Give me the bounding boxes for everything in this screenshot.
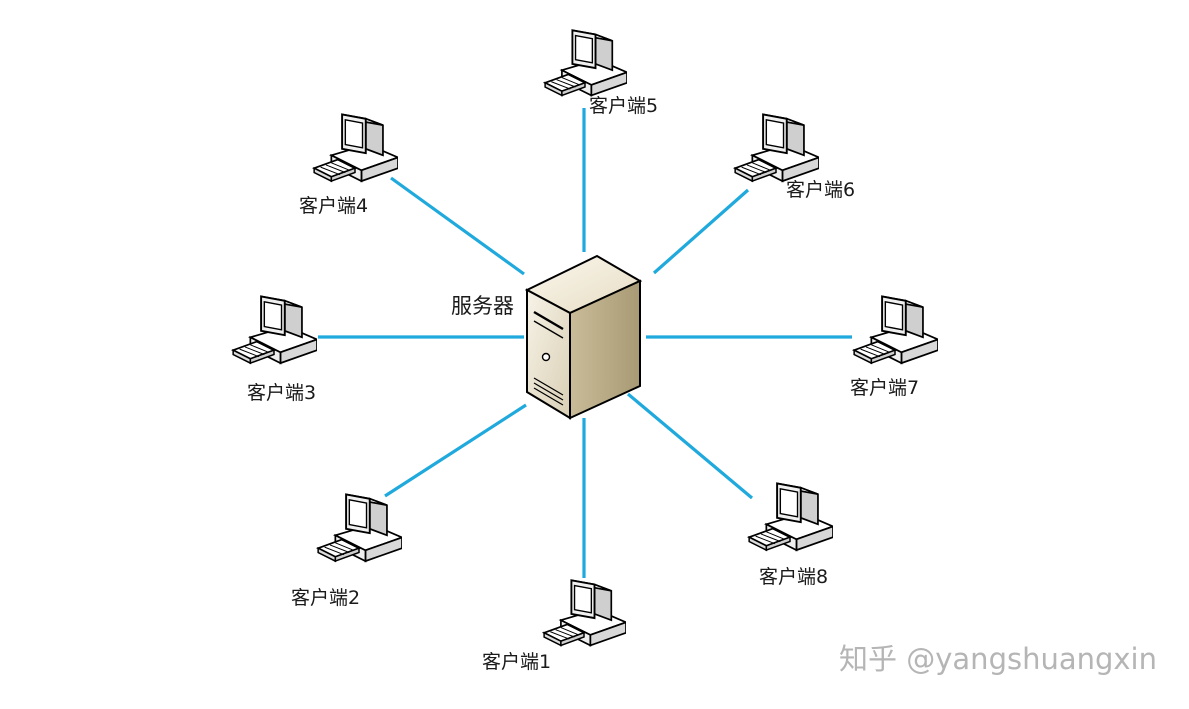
links bbox=[318, 108, 852, 578]
client-label-1: 客户端1 bbox=[482, 651, 551, 673]
client-node-2: 客户端2 bbox=[291, 493, 402, 609]
client-label-6: 客户端6 bbox=[786, 179, 855, 201]
watermark-text: 知乎 @yangshuangxin bbox=[839, 642, 1157, 676]
client-node-6: 客户端6 bbox=[734, 113, 855, 201]
desktop-computer-icon bbox=[313, 113, 398, 183]
client-node-7: 客户端7 bbox=[850, 295, 938, 399]
client-label-3: 客户端3 bbox=[247, 382, 316, 404]
client-label-2: 客户端2 bbox=[291, 587, 360, 609]
desktop-computer-icon bbox=[544, 29, 627, 97]
desktop-computer-icon bbox=[232, 295, 317, 365]
client-label-8: 客户端8 bbox=[759, 566, 828, 588]
desktop-computer-icon bbox=[734, 113, 819, 183]
link-server-client6 bbox=[652, 188, 750, 275]
client-node-3: 客户端3 bbox=[232, 295, 317, 404]
desktop-computer-icon bbox=[543, 579, 626, 647]
link-server-client8 bbox=[626, 392, 754, 500]
client-label-4: 客户端4 bbox=[299, 195, 368, 217]
desktop-computer-icon bbox=[853, 295, 938, 365]
client-node-1: 客户端1 bbox=[482, 579, 626, 673]
client-node-8: 客户端8 bbox=[748, 482, 833, 588]
client-label-7: 客户端7 bbox=[850, 377, 919, 399]
client-node-5: 客户端5 bbox=[544, 29, 658, 117]
server-node: 服务器 bbox=[451, 254, 643, 420]
link-server-client2 bbox=[384, 403, 527, 498]
client-label-5: 客户端5 bbox=[589, 95, 658, 117]
server-label: 服务器 bbox=[451, 294, 514, 318]
desktop-computer-icon bbox=[317, 493, 402, 563]
client-node-4: 客户端4 bbox=[299, 113, 398, 217]
desktop-computer-icon bbox=[748, 482, 833, 552]
link-server-client4 bbox=[390, 176, 525, 276]
server-tower-icon bbox=[524, 254, 643, 420]
